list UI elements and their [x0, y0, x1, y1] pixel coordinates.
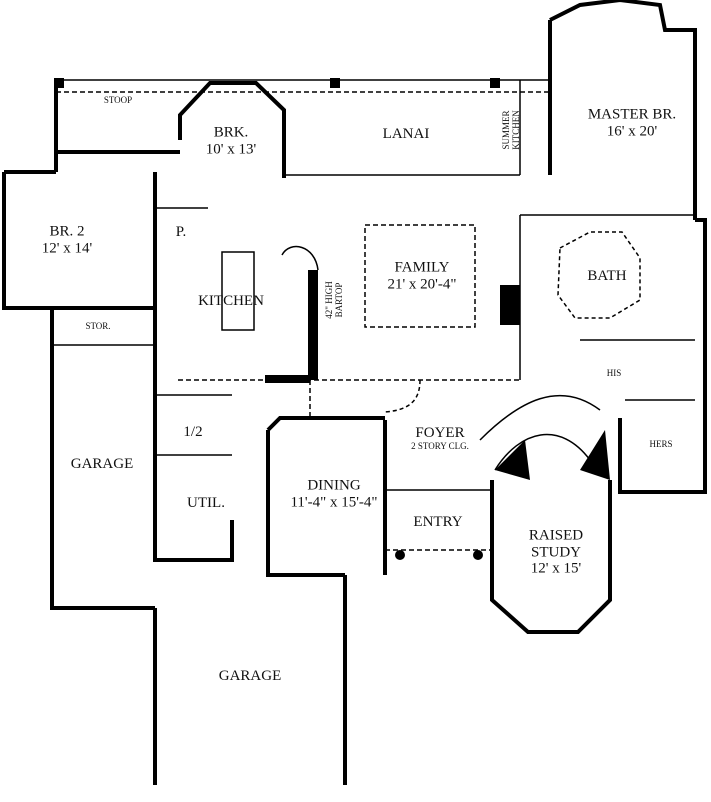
room-label-family: FAMILY 21' x 20'-4" — [387, 260, 456, 293]
room-label-summer-kitchen: SUMMER KITCHEN — [501, 110, 521, 150]
room-label-utility: UTIL. — [187, 494, 225, 511]
room-label-garage-front: GARAGE — [218, 667, 282, 684]
room-name: FAMILY — [394, 259, 450, 276]
room-note: 2 STORY CLG. — [411, 440, 469, 451]
room-name: DINING — [307, 477, 361, 494]
room-label-kitchen: KITCHEN — [198, 292, 264, 309]
room-label-his-closet: HIS — [606, 368, 622, 379]
room-label-bartop: 42" HIGH BARTOP — [324, 281, 344, 319]
room-name: FOYER — [415, 424, 465, 441]
room-label-raised-study: RAISED STUDY 12' x 15' — [511, 527, 601, 577]
room-label-breakfast: BRK. 10' x 13' — [206, 125, 256, 158]
room-label-master-bedroom: MASTER BR. 16' x 20' — [588, 107, 676, 140]
room-name: BR. 2 — [49, 223, 85, 240]
room-size: 12' x 14' — [41, 240, 93, 256]
room-size: 21' x 20'-4" — [387, 276, 457, 292]
room-label-pantry: P. — [175, 223, 187, 240]
columns — [54, 78, 610, 560]
room-size: 16' x 20' — [606, 123, 658, 139]
room-name: RAISED STUDY — [528, 527, 584, 560]
room-size: 11'-4" x 15'-4" — [290, 494, 378, 510]
room-name: BRK. — [213, 124, 249, 141]
room-size: 10' x 13' — [205, 141, 257, 157]
room-label-foyer: FOYER 2 STORY CLG. — [411, 425, 469, 451]
room-label-bedroom2: BR. 2 12' x 14' — [42, 224, 92, 257]
exterior-walls — [2, 0, 707, 785]
interior-walls — [52, 79, 695, 551]
room-label-dining: DINING 11'-4" x 15'-4" — [290, 478, 377, 511]
room-label-half-bath: 1/2 — [183, 423, 203, 440]
room-label-lanai: LANAI — [382, 125, 430, 142]
room-label-storage: STOR. — [85, 321, 111, 332]
room-label-garage-side: GARAGE — [70, 455, 134, 472]
room-label-entry: ENTRY — [413, 513, 463, 530]
room-label-hers-closet: HERS — [649, 439, 673, 450]
room-size: 12' x 15' — [530, 560, 582, 577]
room-name: MASTER BR. — [587, 106, 677, 123]
room-label-bath: BATH — [587, 267, 627, 284]
room-label-stoop: STOOP — [103, 95, 133, 106]
